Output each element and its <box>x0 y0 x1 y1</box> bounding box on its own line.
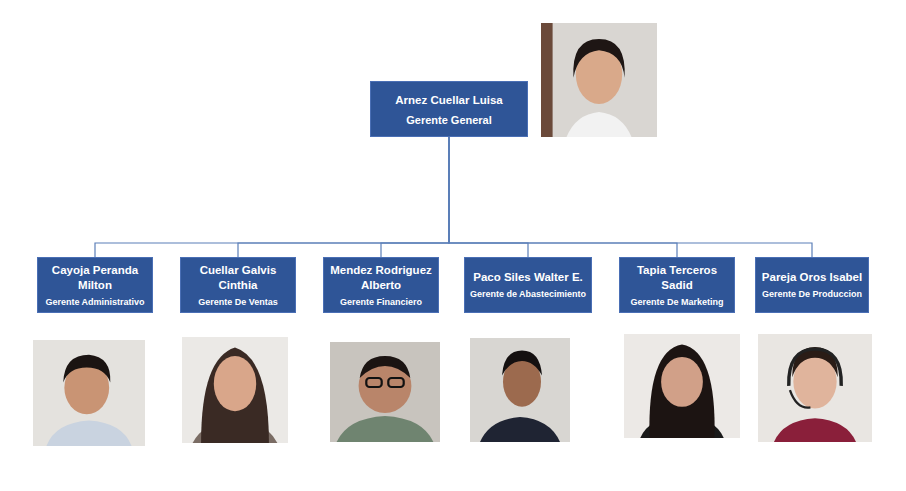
job-title: Gerente General <box>406 114 492 126</box>
person-glasses <box>366 378 381 387</box>
photo-background <box>330 342 440 442</box>
person-hair <box>792 347 838 377</box>
person-name: Arnez Cuellar Luisa <box>395 93 502 108</box>
portrait-photo <box>758 334 872 442</box>
job-title: Gerente Financiero <box>340 296 422 308</box>
person-hair <box>573 39 624 78</box>
photo-background <box>541 23 657 137</box>
headset <box>790 390 811 407</box>
headset <box>789 349 842 386</box>
org-box: Paco Siles Walter E. Gerente de Abastecim… <box>464 257 592 313</box>
org-box: Cayoja Peranda MiltonGerente Administrat… <box>37 257 153 313</box>
person-body <box>480 417 560 442</box>
org-box: Pareja Oros IsabelGerente De Produccion <box>755 257 869 313</box>
photo-background <box>470 338 570 442</box>
job-title: Gerente de Abastecimiento <box>470 288 586 300</box>
person-name: Pareja Oros Isabel <box>762 270 862 285</box>
person-hair <box>201 348 269 443</box>
org-connector <box>238 137 449 257</box>
portrait-photo <box>470 338 570 442</box>
person-name: Paco Siles Walter E. <box>473 270 583 285</box>
org-connector <box>449 137 528 257</box>
org-connector <box>381 137 449 257</box>
photo-background <box>624 334 740 438</box>
job-title: Gerente De Produccion <box>762 288 862 300</box>
job-title: Gerente De Ventas <box>198 296 278 308</box>
portrait-photo <box>541 23 657 137</box>
org-box: Tapia Terceros SadidGerente De Marketing <box>619 257 735 313</box>
portrait-photo <box>182 337 288 443</box>
org-box: Mendez Rodriguez AlbertoGerente Financie… <box>323 257 439 313</box>
person-name: Cayoja Peranda Milton <box>41 263 149 293</box>
person-face <box>661 357 703 407</box>
person-face <box>214 356 256 411</box>
photos <box>33 23 872 446</box>
person-glasses <box>388 378 403 387</box>
org-box: Arnez Cuellar LuisaGerente General <box>370 81 528 137</box>
portrait-photo <box>33 340 145 446</box>
photo-background <box>758 334 872 442</box>
person-name: Cuellar Galvis Cinthia <box>184 263 292 293</box>
org-connector <box>95 137 449 257</box>
connectors <box>95 137 812 257</box>
person-hair <box>360 356 411 378</box>
photo-background <box>33 340 145 446</box>
person-hair <box>502 350 542 375</box>
photo-background <box>182 337 288 443</box>
portrait-photo <box>330 342 440 442</box>
photo-background <box>541 23 553 137</box>
job-title: Gerente Administrativo <box>45 296 144 308</box>
person-name: Tapia Terceros Sadid <box>623 263 731 293</box>
portrait-photo <box>624 334 740 438</box>
person-body <box>46 421 131 446</box>
org-box: Cuellar Galvis CinthiaGerente De Ventas <box>180 257 296 313</box>
org-connector <box>449 137 677 257</box>
job-title: Gerente De Marketing <box>630 296 723 308</box>
person-hair <box>649 344 714 438</box>
person-name: Mendez Rodriguez Alberto <box>327 263 435 293</box>
person-hair <box>63 355 110 383</box>
person-body <box>774 418 856 442</box>
org-connector <box>449 137 812 257</box>
person-body <box>567 112 632 137</box>
person-body <box>337 416 434 442</box>
